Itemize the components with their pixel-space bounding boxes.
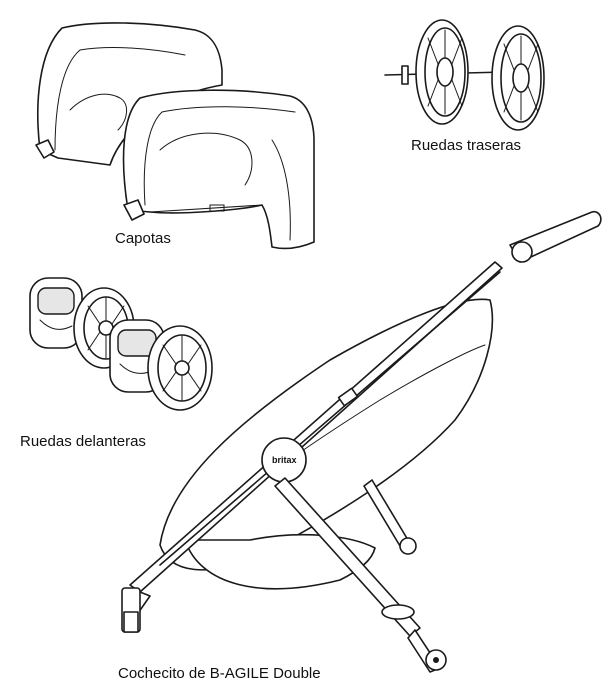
brand-logo: britax: [272, 455, 297, 465]
canopies-label: Capotas: [115, 230, 171, 247]
stroller-icon: britax: [121, 210, 602, 673]
canopy-icon: [35, 22, 315, 250]
rear-wheels-icon: [384, 19, 545, 131]
front-wheels-icon: [29, 277, 213, 411]
stroller-label: Cochecito de B-AGILE Double: [118, 665, 321, 682]
front-wheels-label: Ruedas delanteras: [20, 433, 146, 450]
rear-wheels-label: Ruedas traseras: [411, 137, 522, 154]
